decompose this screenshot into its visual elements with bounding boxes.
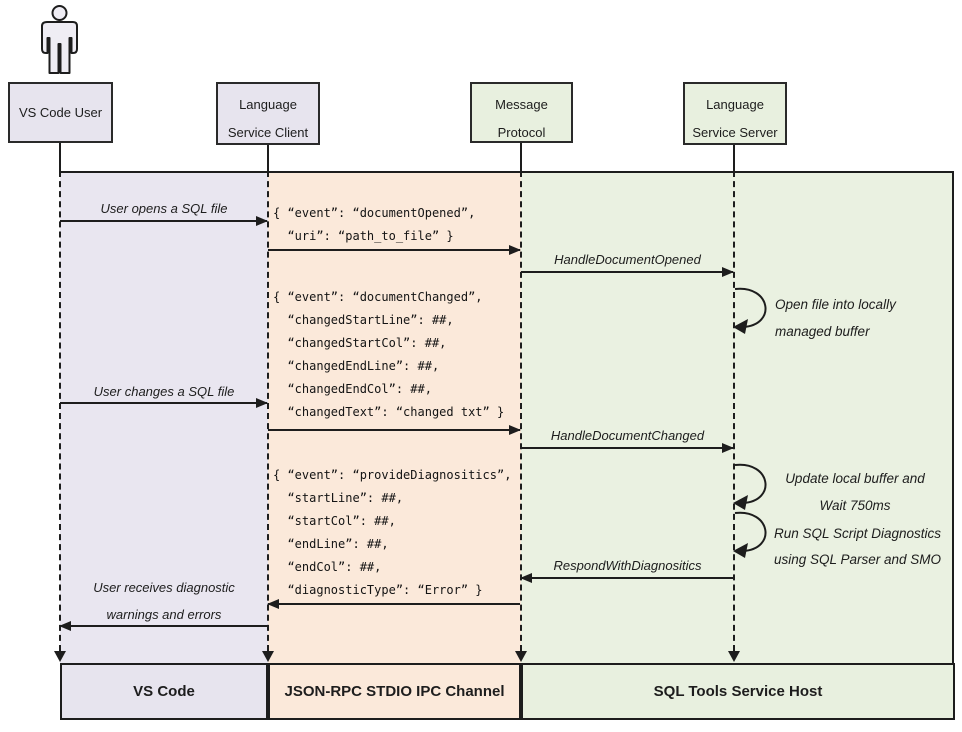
- arrow-handle-document-changed: [521, 443, 734, 453]
- arrow-user-opens-file: [60, 216, 268, 226]
- actor-box-vscode-user: VS Code User: [8, 82, 113, 143]
- lifeline-service-client: [267, 171, 269, 651]
- footer-vscode: VS Code: [60, 663, 268, 720]
- label-respond-with-diagnostics: RespondWithDiagnositics: [553, 558, 702, 573]
- label-handle-document-changed: HandleDocumentChanged: [550, 428, 705, 443]
- label-handle-document-opened: HandleDocumentOpened: [554, 252, 701, 267]
- down-arrowhead-icon: [54, 651, 66, 662]
- lifeline-stub: [59, 143, 61, 171]
- footer-sql-tools-host: SQL Tools Service Host: [521, 663, 955, 720]
- payload-document-changed: { “event”: “documentChanged”, “changedSt…: [273, 290, 505, 419]
- lane-service-host: [521, 173, 952, 665]
- self-loop-arrow-icon: [733, 463, 767, 510]
- lifeline-vscode-user: [59, 171, 61, 651]
- arrow-diagnostics-to-client: [267, 599, 520, 609]
- lifeline-stub: [267, 145, 269, 171]
- label-user-changes-file: User changes a SQL file: [93, 384, 235, 399]
- arrow-handle-document-opened: [521, 267, 734, 277]
- note-update-buffer-wait: Update local buffer and Wait 750ms: [785, 471, 925, 513]
- arrow-document-changed: [268, 425, 521, 435]
- arrow-respond-with-diagnostics: [520, 573, 733, 583]
- arrow-diagnostics-to-user: [59, 621, 267, 631]
- payload-document-opened: { “event”: “documentOpened”, “uri”: “pat…: [273, 206, 476, 243]
- lane-ipc-channel: [268, 173, 521, 665]
- note-open-file-buffer: Open file into locally managed buffer: [775, 297, 896, 339]
- lifeline-message-protocol: [520, 171, 522, 651]
- self-loop-arrow-icon: [733, 511, 767, 558]
- arrow-document-opened: [268, 245, 521, 255]
- payload-provide-diagnostics: { “event”: “provideDiagnositics”, “start…: [273, 468, 512, 597]
- person-actor-icon: [41, 5, 78, 74]
- note-run-diagnostics: Run SQL Script Diagnostics using SQL Par…: [773, 526, 942, 567]
- footer-json-rpc-channel: JSON-RPC STDIO IPC Channel: [268, 663, 521, 720]
- down-arrowhead-icon: [515, 651, 527, 662]
- actor-box-message-protocol: Message Protocol: [470, 82, 573, 143]
- self-loop-arrow-icon: [733, 287, 767, 334]
- lanes-container: [60, 171, 954, 665]
- down-arrowhead-icon: [262, 651, 274, 662]
- actor-box-language-service-server: Language Service Server: [683, 82, 787, 145]
- label-user-opens-file: User opens a SQL file: [100, 201, 228, 216]
- label-user-receives-diagnostics: User receives diagnostic warnings and er…: [93, 580, 235, 622]
- lifeline-service-server: [733, 171, 735, 651]
- lifeline-stub: [520, 143, 522, 171]
- arrow-user-changes-file: [60, 398, 268, 408]
- lane-vscode: [60, 173, 268, 665]
- down-arrowhead-icon: [728, 651, 740, 662]
- actor-box-language-service-client: Language Service Client: [216, 82, 320, 145]
- lifeline-stub: [733, 145, 735, 171]
